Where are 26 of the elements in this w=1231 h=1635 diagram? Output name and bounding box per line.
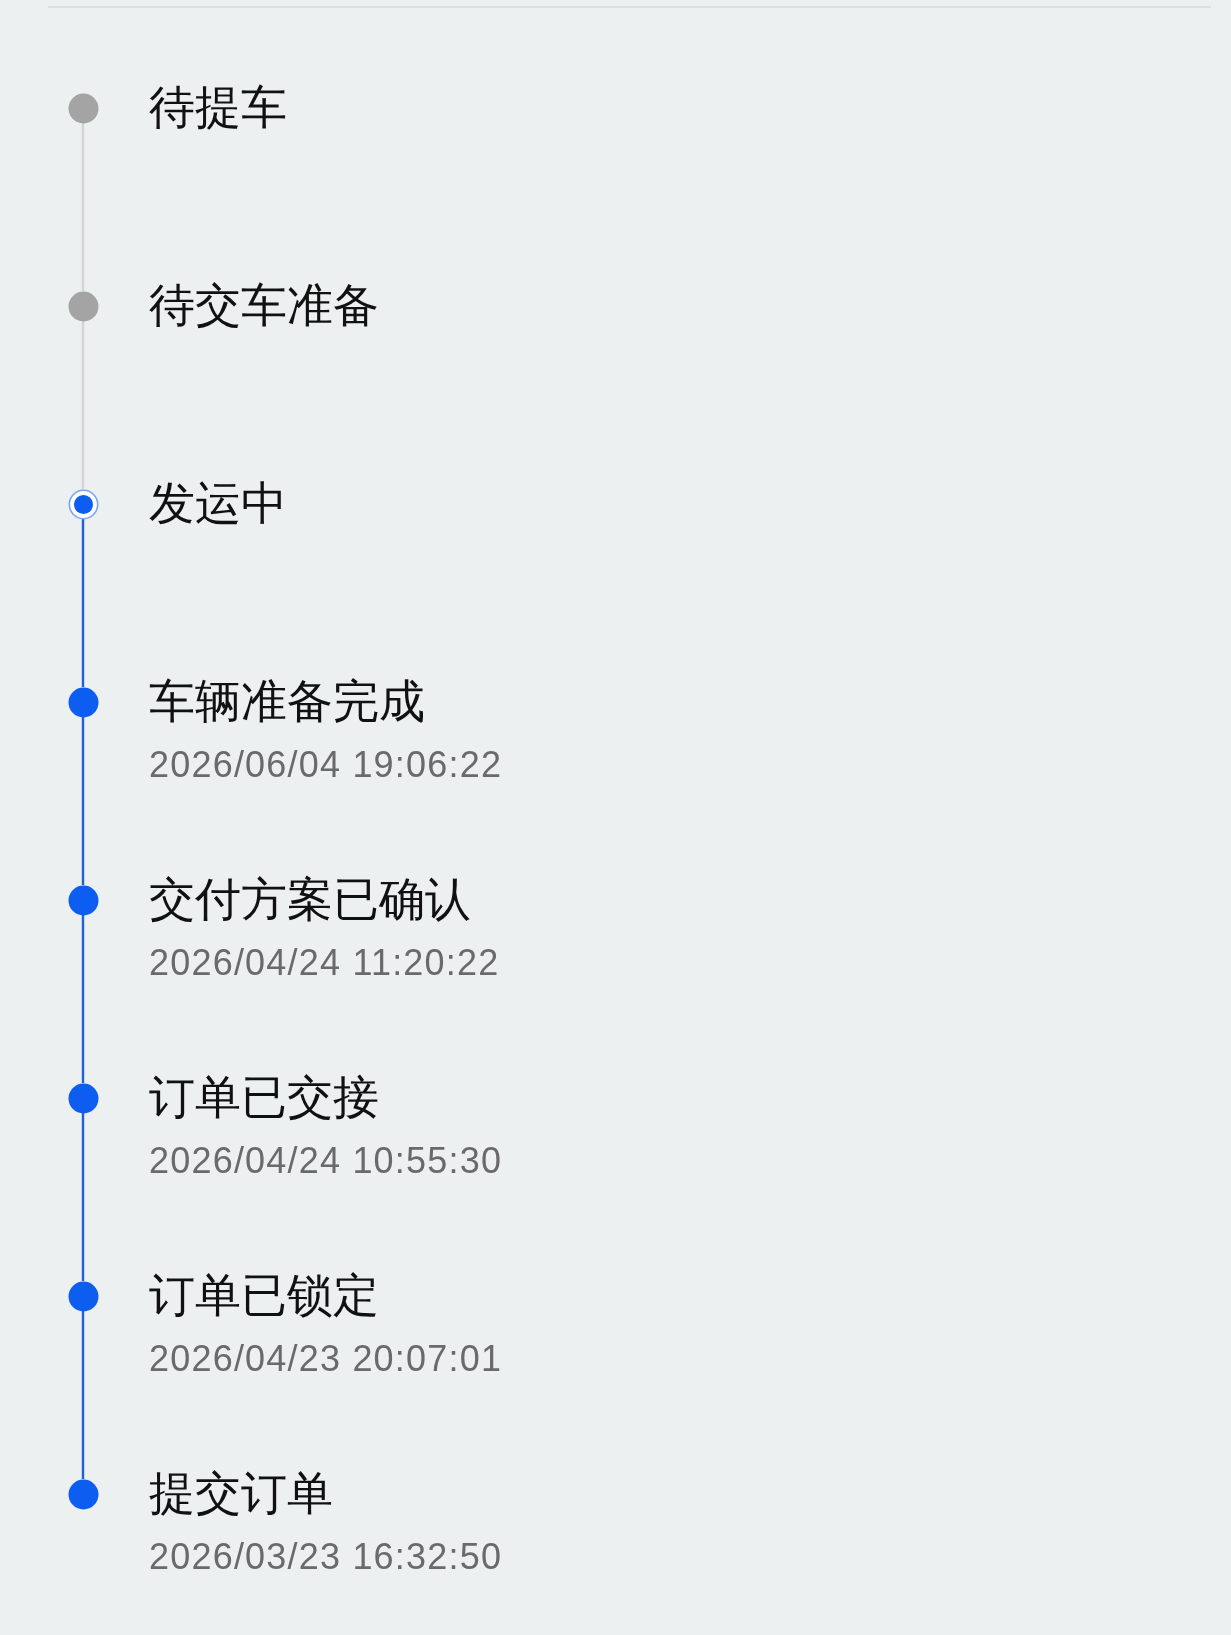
- timeline-line: [81, 1311, 85, 1479]
- step-title: 待交车准备: [149, 278, 379, 332]
- status-dot: [67, 1280, 99, 1312]
- step-title: 交付方案已确认: [149, 872, 471, 926]
- timeline-line: [81, 1113, 85, 1281]
- status-dot: [67, 884, 99, 916]
- timestamp: 2026/04/24 10:55:30: [149, 1140, 503, 1182]
- status-dot: [67, 290, 99, 322]
- step-title: 订单已锁定: [149, 1268, 379, 1322]
- status-dot: [67, 686, 99, 718]
- timestamp: 2026/03/23 16:32:50: [149, 1536, 503, 1578]
- timestamp: 2026/04/24 11:20:22: [149, 942, 500, 984]
- status-dot: [67, 1082, 99, 1114]
- step-title: 订单已交接: [149, 1070, 379, 1124]
- step-title: 发运中: [149, 476, 287, 530]
- timestamp: 2026/06/04 19:06:22: [149, 744, 503, 786]
- status-dot: [67, 1478, 99, 1510]
- current-status-dot: [67, 488, 99, 520]
- status-dot: [67, 92, 99, 124]
- timeline-line: [81, 519, 85, 687]
- timestamp: 2026/04/23 20:07:01: [149, 1338, 503, 1380]
- timeline-line: [81, 915, 85, 1083]
- step-title: 提交订单: [149, 1466, 333, 1520]
- step-title: 车辆准备完成: [149, 674, 425, 728]
- step-title: 待提车: [149, 80, 287, 134]
- timeline-line: [81, 717, 85, 885]
